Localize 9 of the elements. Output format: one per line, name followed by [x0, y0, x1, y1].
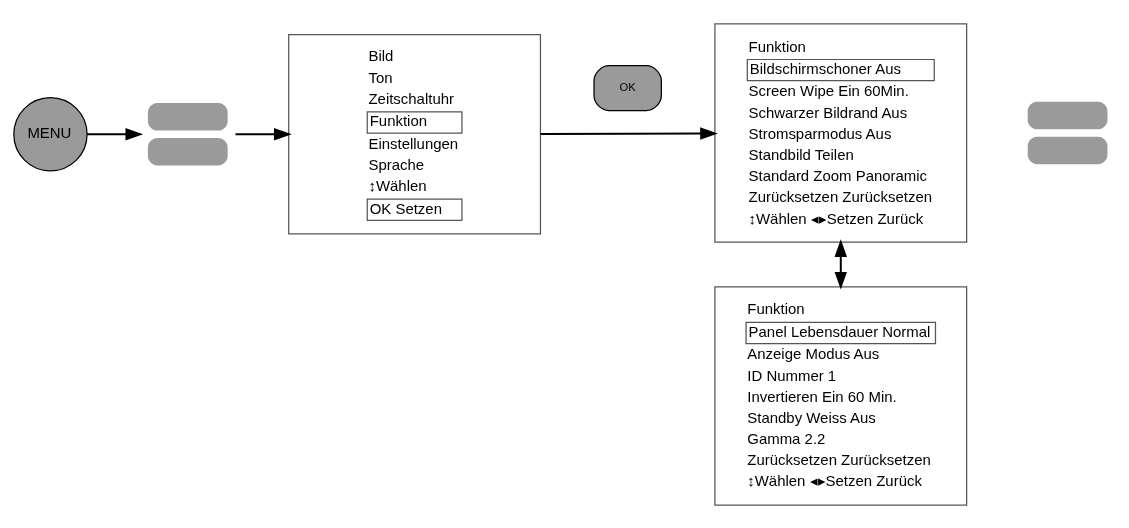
node-box: Funktion Bildschirmschoner Aus Screen Wipe Ein 60Min. Schwarzer Bildrand Aus Stromsparmodus Aus Standbild Teilen Standard Zoom Panoramic Zurücksetzen Zurücksetzen ↕Wählen ◂▸Setzen Zurück — [714, 22, 968, 243]
arrow — [86, 127, 144, 140]
arrow — [234, 127, 292, 140]
arrow — [834, 238, 847, 290]
node-circle: MENU — [13, 96, 88, 172]
arrow — [539, 126, 718, 140]
node-box: OK — [593, 64, 662, 111]
node-box: Bild Ton Zeitschaltuhr Funktion Einstellungen Sprache ↕Wählen OK Setzen — [288, 33, 542, 235]
node-box: Funktion Panel Lebensdauer Normal Anzeige Modus Aus ID Nummer 1 Invertieren Ein 60 Min. Standby Weiss Aus Gamma 2.2 Zurücksetzen Zurücksetzen ↕Wählen ◂▸Setzen Zurück — [714, 285, 968, 506]
